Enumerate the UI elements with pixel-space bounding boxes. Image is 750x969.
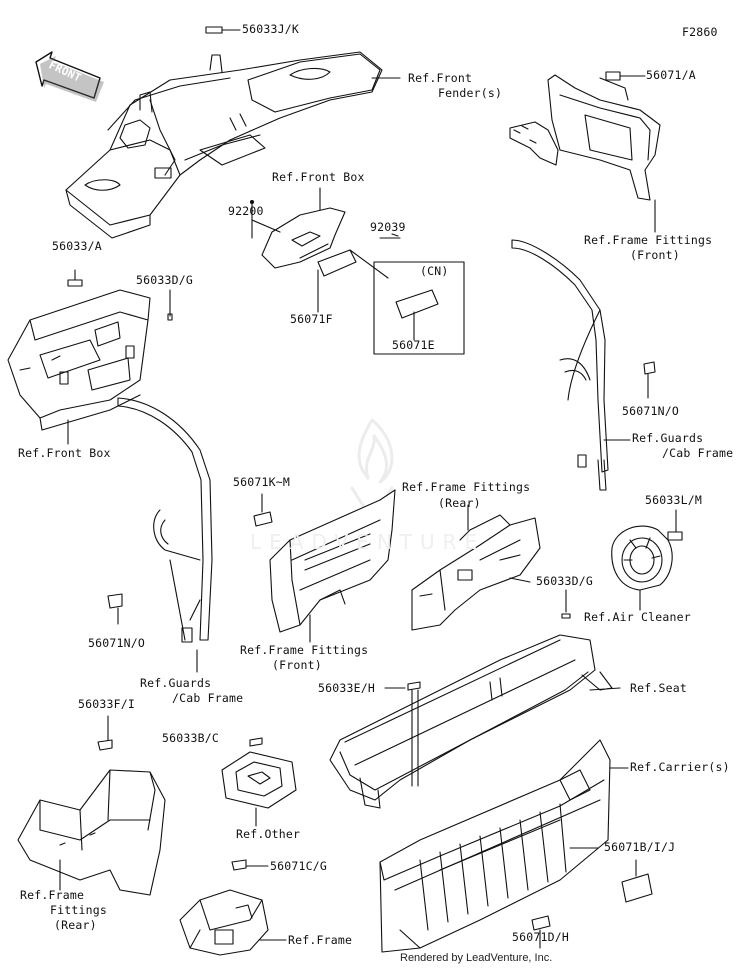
label-56033jk: 56033J/K <box>242 22 299 36</box>
label-56071f: 56071F <box>290 312 333 326</box>
frame-fittings-front-panel <box>269 489 396 633</box>
label-ref-air-cleaner: Ref.Air Cleaner <box>584 610 691 624</box>
footer-credit: Rendered by LeadVenture, Inc. <box>400 952 553 964</box>
decal-56033bc <box>249 737 263 747</box>
diagram-code: F2860 <box>682 25 718 39</box>
label-56071no-right: 56071N/O <box>622 404 679 418</box>
label-56033eh: 56033E/H <box>318 681 375 695</box>
label-ref-frame: Ref.Frame <box>288 933 353 947</box>
label-ref-carriers: Ref.Carrier(s) <box>630 760 730 774</box>
front-fender-panel <box>509 74 661 201</box>
decal-56033dg-2 <box>561 613 571 619</box>
decal-56033jk <box>205 26 223 34</box>
frame-fittings-rear-bottom-left <box>17 769 166 896</box>
label-ref-front-box-top: Ref.Front Box <box>272 170 365 184</box>
frame-fittings-rear-panel <box>411 514 541 631</box>
label-ref-frame-fittings-rear-2a: Ref.Frame <box>20 888 85 902</box>
label-ref-frame-fittings-rear-2b: Fittings <box>50 903 107 917</box>
label-ref-front-fender-1: Ref.Front <box>408 71 473 85</box>
decal-56071no-left <box>107 593 123 609</box>
label-ref-frame-fittings-front-1a: Ref.Frame Fittings <box>584 233 713 247</box>
dashboard-panel <box>7 289 151 431</box>
decal-56071a <box>605 71 621 81</box>
carrier-bed <box>379 739 611 953</box>
label-56033fi: 56033F/I <box>78 697 135 711</box>
front-floor-assembly <box>65 51 383 239</box>
label-ref-other: Ref.Other <box>236 827 301 841</box>
decal-56033fi <box>97 739 113 751</box>
cab-frame-right <box>511 239 609 491</box>
label-56071km: 56071K~M <box>233 475 290 489</box>
label-92039: 92039 <box>370 220 406 234</box>
watermark-text: LEADVENTURE <box>250 530 486 554</box>
label-92200: 92200 <box>228 204 264 218</box>
label-56033lm: 56033L/M <box>645 493 702 507</box>
label-56033a: 56033/A <box>52 239 102 253</box>
label-56033dg-2: 56033D/G <box>536 574 593 588</box>
label-ref-guards-right-1: Ref.Guards <box>632 431 704 445</box>
decal-56071e <box>395 289 439 319</box>
label-56071no-left: 56071N/O <box>88 636 145 650</box>
decal-56033lm <box>667 531 683 541</box>
label-56071dh: 56071D/H <box>512 930 569 944</box>
cab-frame-left <box>117 397 213 643</box>
tray-other <box>221 751 297 809</box>
label-56071cg: 56071C/G <box>270 859 327 873</box>
label-ref-guards-left-2: /Cab Frame <box>172 691 244 705</box>
decal-56033eh <box>407 681 421 691</box>
label-56071a: 56071/A <box>646 68 696 82</box>
label-ref-guards-right-2: /Cab Frame <box>662 446 734 460</box>
decal-56033a <box>67 279 83 287</box>
label-ref-frame-fittings-front-1b: (Front) <box>630 248 680 262</box>
label-ref-frame-fittings-rear-2c: (Rear) <box>54 918 97 932</box>
cn-box <box>373 261 465 355</box>
label-ref-frame-fittings-front-2a: Ref.Frame Fittings <box>240 643 369 657</box>
label-56033dg-1: 56033D/G <box>136 273 193 287</box>
frame-bracket <box>179 889 269 956</box>
seat-frame-rack <box>329 634 621 809</box>
decal-56071cg <box>231 859 247 871</box>
air-cleaner <box>611 525 673 591</box>
label-56071e: 56071E <box>392 338 435 352</box>
label-ref-frame-fittings-rear-1a: Ref.Frame Fittings <box>402 480 531 494</box>
decal-56071bij <box>621 873 653 903</box>
decal-56071dh <box>531 915 551 931</box>
label-ref-seat: Ref.Seat <box>630 681 687 695</box>
decal-56071km <box>253 511 273 527</box>
front-box-lid <box>261 207 346 269</box>
label-ref-frame-fittings-rear-1b: (Rear) <box>438 496 481 510</box>
label-56033bc: 56033B/C <box>162 731 219 745</box>
label-ref-front-fender-2: Fender(s) <box>438 86 503 100</box>
label-56071bij: 56071B/I/J <box>604 840 676 854</box>
label-cn: (CN) <box>420 264 449 278</box>
label-ref-front-box-left: Ref.Front Box <box>18 446 111 460</box>
decal-56071no-right <box>643 361 656 375</box>
decal-56071f <box>317 249 357 277</box>
label-ref-guards-left-1: Ref.Guards <box>140 676 212 690</box>
label-ref-frame-fittings-front-2b: (Front) <box>272 658 322 672</box>
front-arrow-icon <box>35 51 104 102</box>
